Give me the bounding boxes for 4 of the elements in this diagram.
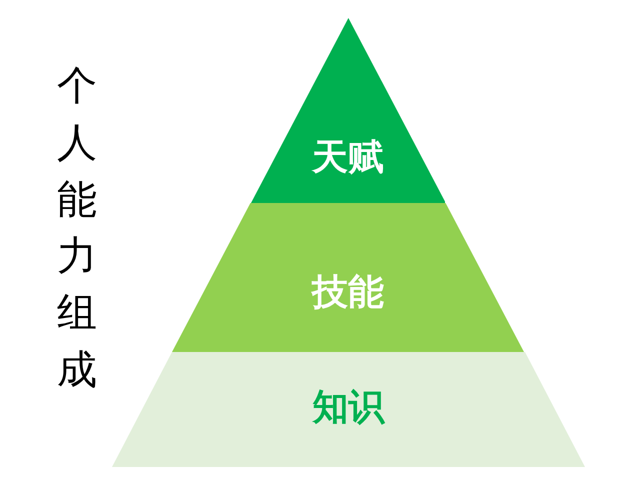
tier-label: 技能	[310, 275, 385, 311]
tier-label: 知识	[311, 390, 386, 426]
vertical-title: 个人能力组成	[57, 62, 97, 395]
tier-label: 天赋	[310, 140, 385, 176]
